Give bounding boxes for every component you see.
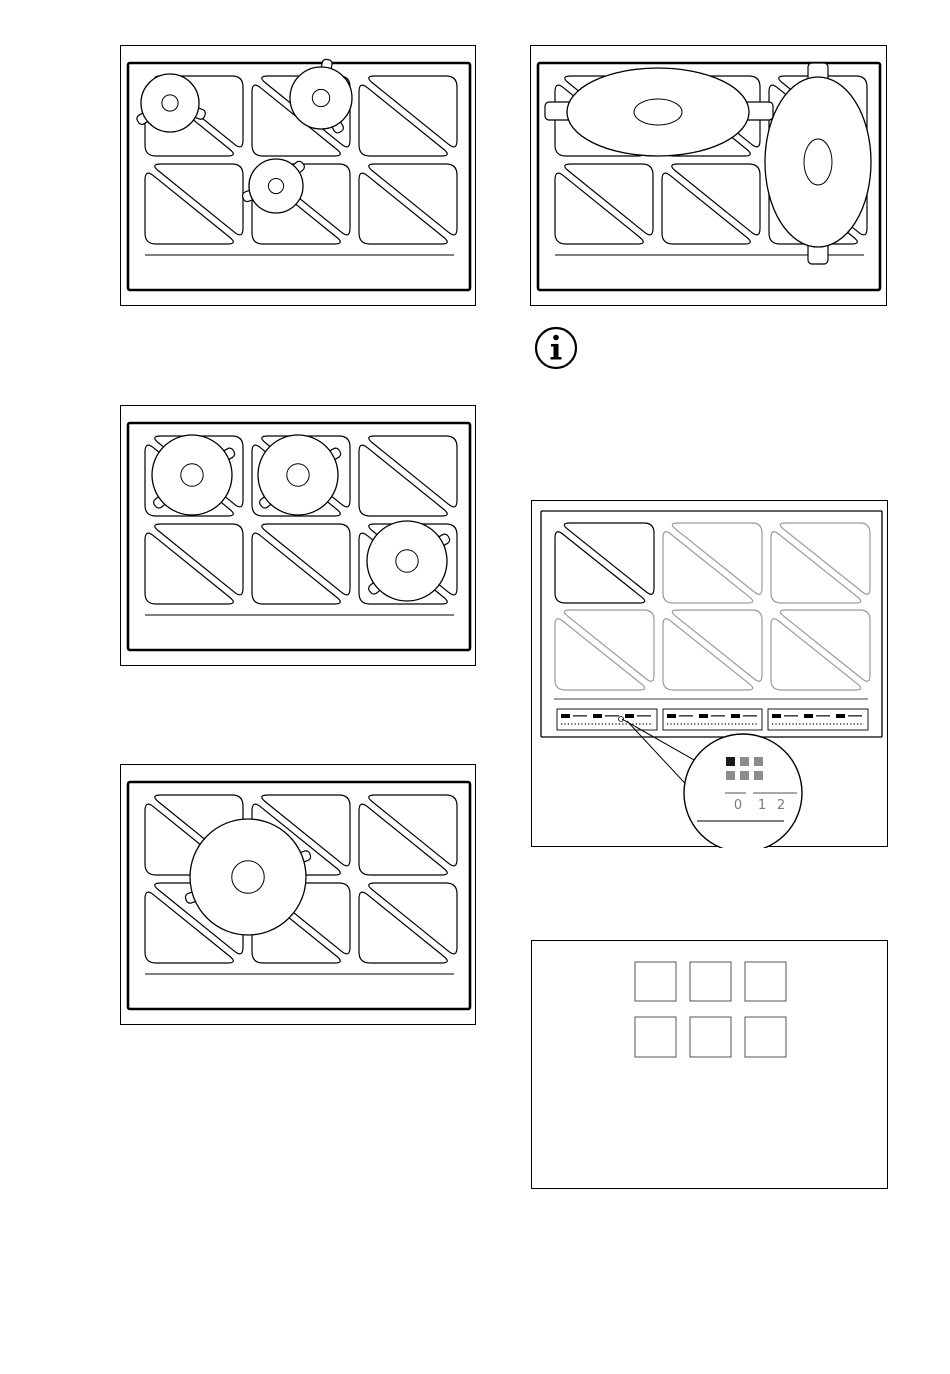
zone-triangle <box>771 532 861 603</box>
control-panel-diagram: 0 1 2 <box>532 501 889 848</box>
pots <box>152 435 451 601</box>
info-icon <box>532 324 580 372</box>
pots <box>184 819 311 935</box>
pot <box>152 435 236 515</box>
panel-display <box>561 714 570 718</box>
roaster-body <box>765 77 871 247</box>
pot-body <box>249 159 303 213</box>
zone-triangle <box>145 173 233 244</box>
zone-triangle <box>564 610 654 681</box>
panel-display <box>625 714 634 718</box>
scale-label-2: 2 <box>777 798 785 813</box>
zone-triangle <box>262 524 350 595</box>
hob-diagram <box>121 46 477 307</box>
hob-figure-medium-pots <box>120 405 476 666</box>
zone-grid-figure <box>531 940 888 1189</box>
zone-indicator-square <box>754 757 763 766</box>
zone-squares <box>635 962 786 1057</box>
zone-triangle <box>555 173 643 244</box>
control-panel <box>663 709 762 730</box>
zone-triangle <box>359 445 447 516</box>
zone-triangle <box>672 523 762 594</box>
zone-triangle <box>369 436 457 507</box>
zone-triangle <box>672 610 762 681</box>
panel-display <box>836 714 845 718</box>
scale-label-0: 0 <box>734 798 742 813</box>
zone-triangle <box>145 533 233 604</box>
zone-triangle <box>155 164 243 235</box>
zone-triangle <box>663 619 753 690</box>
zone-triangle <box>369 164 457 235</box>
zone-indicator-square <box>740 771 749 780</box>
zone-triangle <box>359 85 447 156</box>
zone-triangle <box>555 532 645 603</box>
panel-display <box>593 714 602 718</box>
pot <box>135 74 206 132</box>
pot-body <box>258 435 338 515</box>
zone-triangle <box>369 76 457 147</box>
pot <box>290 59 352 135</box>
pot-body <box>152 435 232 515</box>
zone-triangle <box>780 523 870 594</box>
zone-triangle <box>359 173 447 244</box>
scale-label-1: 1 <box>758 798 766 813</box>
panel-display <box>667 714 676 718</box>
zone-triangle <box>369 795 457 866</box>
zone-grid <box>532 941 889 1190</box>
hob-diagram <box>121 765 477 1026</box>
zone-triangle <box>771 619 861 690</box>
zone-indicator-square <box>726 771 735 780</box>
pot-body <box>290 67 352 129</box>
cooking-zones <box>555 523 870 690</box>
roaster-body <box>567 68 749 156</box>
panel-display <box>804 714 813 718</box>
zone-indicator-square <box>740 757 749 766</box>
pot <box>367 521 451 601</box>
control-panels <box>557 709 868 730</box>
panel-display <box>772 714 781 718</box>
pot-body <box>190 819 306 935</box>
zone-triangle <box>564 523 654 594</box>
zone-indicator-square <box>726 757 735 766</box>
panel-display <box>699 714 708 718</box>
zone-square <box>745 1017 786 1057</box>
zone-triangle <box>565 164 653 235</box>
zone-triangle <box>155 524 243 595</box>
control-panel <box>557 709 657 730</box>
zone-triangle <box>780 610 870 681</box>
hob-diagram <box>531 46 888 307</box>
zone-indicator-square <box>754 771 763 780</box>
zone-square <box>745 962 786 1001</box>
control-panel <box>768 709 868 730</box>
zone-triangle <box>672 164 760 235</box>
zone-triangle <box>359 804 447 875</box>
zone-triangle <box>369 883 457 954</box>
hob-diagram <box>121 406 477 667</box>
zone-triangle <box>252 533 340 604</box>
hob-figure-small-pots <box>120 45 476 306</box>
zone-square <box>690 962 731 1001</box>
zone-triangle <box>555 619 645 690</box>
zone-square <box>635 962 676 1001</box>
hob-figure-large-pot <box>120 764 476 1025</box>
hob-figure-control-panel: 0 1 2 <box>531 500 888 847</box>
panel-display <box>731 714 740 718</box>
pot-body <box>141 74 199 132</box>
zone-triangle <box>662 173 750 244</box>
oval-roaster <box>765 63 871 264</box>
hob-frame <box>541 511 882 737</box>
pot-body <box>367 521 447 601</box>
zoom-circle <box>684 734 802 848</box>
zone-square <box>690 1017 731 1057</box>
pot <box>184 819 311 935</box>
zone-square <box>635 1017 676 1057</box>
hob-figure-oval-roasters <box>530 45 887 306</box>
zone-triangle <box>663 532 753 603</box>
zone-triangle <box>359 892 447 963</box>
